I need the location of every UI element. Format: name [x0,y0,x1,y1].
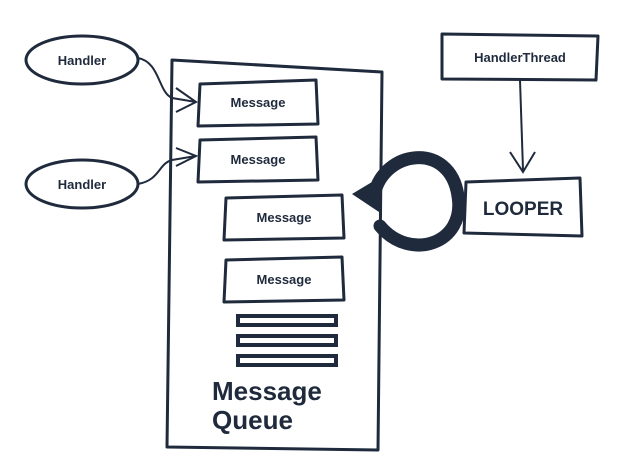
looper-loop-arrow [352,151,466,252]
thread-to-looper-arrow [509,79,536,174]
message-item-4: Message [222,255,346,304]
handler-thread-node: HandlerThread [440,32,600,82]
message-label-4: Message [257,272,312,287]
looper-label: LOOPER [483,199,564,220]
handler-label-2: Handler [58,177,106,192]
queue-title-line1: Message [212,376,322,406]
handler-label-1: Handler [58,53,106,68]
message-item-3: Message [222,193,346,242]
handler-thread-label: HandlerThread [474,50,566,65]
handler-arrow-2 [137,147,199,185]
queue-title-line2: Queue [212,405,293,435]
handler-node-2: Handler [24,158,140,210]
looper-node: LOOPER [462,176,584,238]
message-label-2: Message [231,152,286,167]
message-item-1: Message [196,78,320,128]
message-label-3: Message [257,210,312,225]
message-item-2: Message [196,135,320,184]
handler-arrow-1 [137,57,198,113]
handler-node-1: Handler [24,34,140,86]
message-label-1: Message [231,95,286,110]
queue-stack-bars [236,314,338,367]
